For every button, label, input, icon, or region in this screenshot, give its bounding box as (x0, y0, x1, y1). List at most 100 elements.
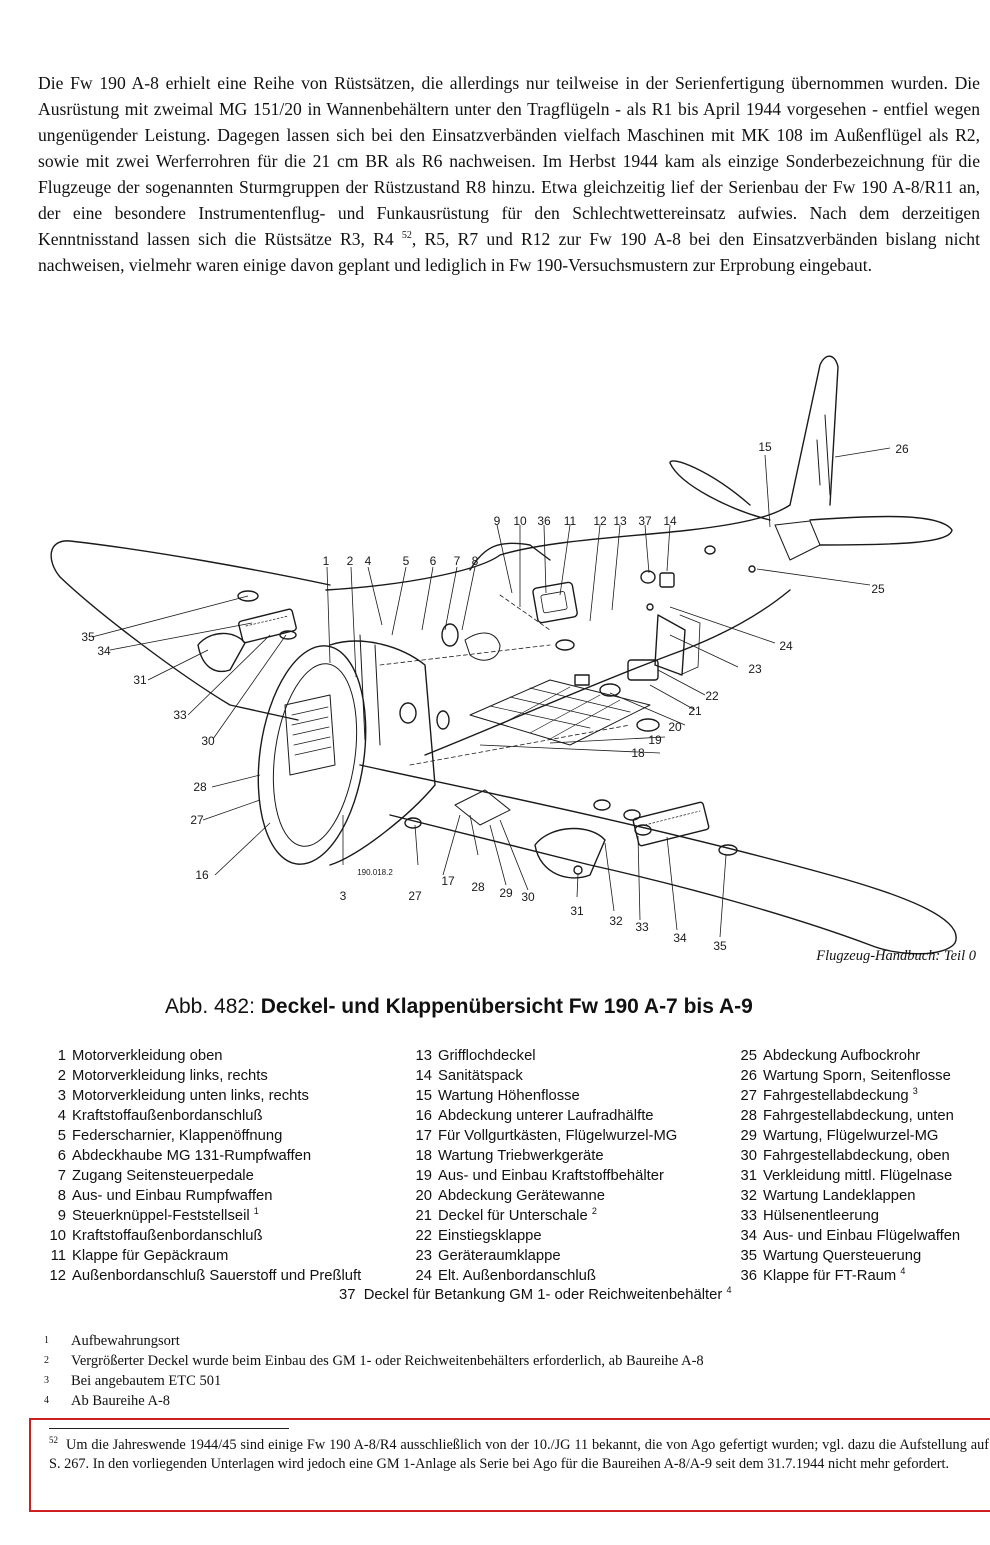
callout-24: 24 (779, 639, 793, 653)
left-wing-outline (50, 540, 331, 721)
legend-label: Einstiegsklappe (438, 1228, 542, 1244)
legend-label: Kraftstoffaußenbordanschluß (72, 1228, 263, 1244)
legend-item-37: 37 Deckel für Betankung GM 1- oder Reich… (339, 1285, 732, 1303)
note-text: Vergrößerter Deckel wurde beim Einbau de… (71, 1353, 704, 1369)
legend-label: Abdeckung Gerätewanne (438, 1188, 605, 1204)
legend-item: 2 Motorverkleidung links, rechts (44, 1066, 361, 1086)
callout-15: 15 (758, 440, 772, 454)
legend-label: Grifflochdeckel (438, 1048, 536, 1064)
legend-label: Aus- und Einbau Kraftstoffbehälter (438, 1168, 664, 1184)
legend-number: 32 (740, 1188, 757, 1204)
legend-number: 7 (57, 1168, 66, 1184)
figure-caption: Abb. 482: Deckel- und Klappenübersicht F… (165, 995, 753, 1019)
legend-label: Fahrgestellabdeckung, oben (763, 1148, 950, 1164)
legend-superscript: 4 (900, 1266, 906, 1277)
callout-16: 16 (195, 868, 209, 882)
caption-prefix: Abb. 482: (165, 995, 255, 1018)
callout-23: 23 (748, 662, 762, 676)
note-number: 1 (44, 1335, 49, 1346)
callout-33-left: 33 (173, 708, 187, 722)
legend-number: 23 (415, 1248, 432, 1264)
callout-2: 2 (347, 554, 354, 568)
note-number: 4 (44, 1395, 49, 1406)
legend-label: Steuerknüppel-Feststellseil (72, 1208, 250, 1224)
callout-30-bottom: 30 (521, 890, 535, 904)
legend-label: Verkleidung mittl. Flügelnase (763, 1168, 953, 1184)
legend-label: Deckel für Unterschale (438, 1208, 588, 1224)
callout-22: 22 (705, 689, 719, 703)
legend-number: 19 (415, 1168, 432, 1184)
callout-13: 13 (613, 514, 627, 528)
legend-superscript: 4 (726, 1285, 732, 1296)
cockpit-door (654, 614, 686, 676)
cockpit-outline (469, 542, 551, 571)
legend-number: 8 (57, 1188, 66, 1204)
note-item: 1 Aufbewahrungsort (44, 1331, 704, 1351)
footnote-reference[interactable]: 52 (401, 230, 412, 242)
footnote-text: Um die Jahreswende 1944/45 sind einige F… (49, 1437, 989, 1472)
legend-number: 29 (740, 1128, 757, 1144)
callout-25: 25 (871, 582, 885, 596)
legend-number: 27 (740, 1088, 757, 1104)
legend-label: Aus- und Einbau Flügelwaffen (763, 1228, 961, 1244)
legend-label: Motorverkleidung links, rechts (72, 1068, 268, 1084)
legend-superscript: 3 (912, 1086, 918, 1097)
legend-label: Fahrgestellabdeckung (763, 1088, 909, 1104)
legend-label: Klappe für FT-Raum (763, 1268, 897, 1284)
callout-3: 3 (340, 889, 347, 903)
note-number: 2 (44, 1355, 49, 1366)
footnote-rule (49, 1428, 289, 1429)
fuselage-upper-outline (325, 504, 791, 591)
legend-number: 16 (415, 1108, 432, 1124)
legend-item: 32 Wartung Landeklappen (727, 1186, 960, 1206)
legend-number: 2 (57, 1068, 66, 1084)
legend-label: Abdeckung unterer Laufradhälfte (438, 1108, 654, 1124)
intro-paragraph: Die Fw 190 A-8 erhielt eine Reihe von Rü… (38, 70, 980, 278)
legend-item: 16 Abdeckung unterer Laufradhälfte (402, 1106, 677, 1126)
callout-26: 26 (895, 442, 909, 456)
legend-label: Sanitätspack (438, 1068, 523, 1084)
legend-number: 11 (50, 1248, 66, 1264)
legend-item: 17 Für Vollgurtkästen, Flügelwurzel-MG (402, 1126, 678, 1146)
legend-number: 28 (740, 1108, 757, 1124)
vertical-tail-outline (789, 355, 839, 506)
callout-17: 17 (441, 874, 455, 888)
legend-label: Wartung Sporn, Seitenflosse (763, 1068, 951, 1084)
legend-number: 24 (415, 1268, 432, 1284)
legend-label: Motorverkleidung oben (72, 1048, 223, 1064)
legend-number: 17 (415, 1128, 432, 1144)
note-text: Aufbewahrungsort (71, 1333, 180, 1349)
legend-label: Für Vollgurtkästen, Flügelwurzel-MG (438, 1128, 678, 1144)
callout-27-left: 27 (190, 813, 204, 827)
callout-1: 1 (323, 554, 330, 568)
legend-label: Wartung Landeklappen (763, 1188, 916, 1204)
callout-12: 12 (593, 514, 607, 528)
caption-title: Deckel- und Klappenübersicht Fw 190 A-7 … (260, 995, 753, 1018)
callout-14: 14 (663, 514, 677, 528)
fuel-tank-grid (469, 679, 651, 746)
drawing-number: 190.018.2 (357, 868, 393, 877)
callout-19: 19 (648, 733, 662, 747)
callout-27-bottom: 27 (408, 889, 422, 903)
legend-number: 35 (740, 1248, 757, 1264)
legend-label: Abdeckung Aufbockrohr (763, 1048, 921, 1064)
note-item: 2 Vergrößerter Deckel wurde beim Einbau d… (44, 1351, 704, 1371)
callout-6: 6 (430, 554, 437, 568)
legend-superscript: 2 (591, 1206, 597, 1217)
stabilizer-outline (669, 460, 953, 546)
callout-35-bottom: 35 (713, 939, 727, 953)
legend-number: 37 (339, 1287, 356, 1303)
legend-number: 25 (740, 1048, 757, 1064)
fuselage-lower-outline (424, 589, 791, 756)
